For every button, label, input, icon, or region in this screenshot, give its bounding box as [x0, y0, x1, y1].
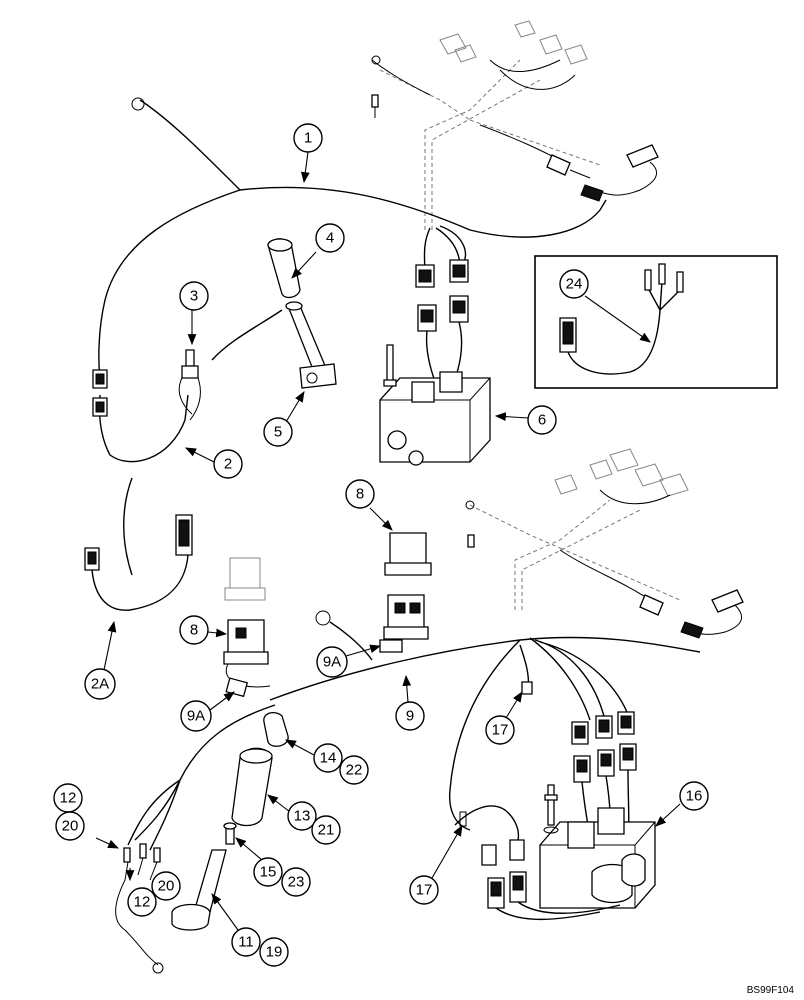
callout-9A-right: 9A — [316, 646, 348, 678]
svg-text:17: 17 — [416, 882, 433, 899]
callout-17-lower: 17 — [409, 875, 439, 905]
svg-text:19: 19 — [266, 944, 283, 961]
callout-9A-left: 9A — [180, 700, 212, 732]
callout-20-top: 20 — [55, 811, 85, 841]
figure-reference: BS99F104 — [746, 985, 794, 996]
fuse-connectors-17-lower — [454, 805, 621, 921]
svg-text:11: 11 — [238, 934, 254, 951]
ground-eyelet — [315, 610, 331, 626]
boot-14 — [263, 711, 289, 747]
svg-text:9A: 9A — [187, 708, 205, 725]
svg-text:12: 12 — [60, 790, 77, 807]
tube-11 — [171, 849, 227, 931]
callout-19: 19 — [259, 937, 289, 967]
svg-text:6: 6 — [538, 412, 546, 429]
svg-text:24: 24 — [566, 276, 583, 293]
svg-text:2A: 2A — [91, 676, 109, 693]
upper-background-harness — [371, 20, 659, 230]
callout-21: 21 — [311, 815, 341, 845]
svg-text:13: 13 — [294, 808, 311, 825]
svg-text:9A: 9A — [323, 654, 341, 671]
harness-2A — [84, 477, 193, 611]
svg-text:4: 4 — [326, 230, 334, 247]
callout-8-right: 8 — [345, 479, 375, 509]
svg-text:20: 20 — [158, 878, 175, 895]
lower-valve-connectors — [571, 711, 637, 861]
svg-text:22: 22 — [346, 762, 363, 779]
stud-15 — [223, 822, 237, 845]
callout-5: 5 — [263, 417, 293, 447]
callout-23: 23 — [281, 867, 311, 897]
callout-12-top: 12 — [53, 783, 83, 813]
callout-20-bottom: 20 — [151, 871, 181, 901]
relay-8-left — [223, 557, 271, 698]
terminals-12-20 — [115, 843, 164, 974]
relay-8-right — [379, 532, 432, 653]
svg-text:20: 20 — [62, 818, 79, 835]
svg-text:14: 14 — [320, 750, 337, 767]
callout-17-upper: 17 — [485, 715, 515, 745]
switch-3 — [178, 349, 201, 421]
callout-2A: 2A — [84, 668, 116, 700]
handle-grip-4 — [267, 238, 301, 299]
callout-22: 22 — [339, 755, 369, 785]
svg-text:23: 23 — [288, 874, 305, 891]
svg-text:1: 1 — [304, 130, 312, 147]
svg-text:16: 16 — [686, 788, 703, 805]
callout-12-bottom: 12 — [127, 887, 157, 917]
inset-harness-24 — [534, 255, 778, 389]
callout-24: 24 — [559, 269, 589, 299]
harness-9 — [127, 636, 701, 851]
lower-background-harness — [465, 448, 744, 639]
fuse-holder-17-upper — [521, 681, 533, 695]
callout-8-left: 8 — [179, 615, 209, 645]
harness-1 — [92, 97, 607, 463]
svg-text:2: 2 — [224, 456, 232, 473]
callout-4: 4 — [315, 223, 345, 253]
callout-1: 1 — [293, 123, 323, 153]
valve-block-16 — [539, 784, 656, 909]
callout-6: 6 — [527, 405, 557, 435]
svg-text:21: 21 — [318, 822, 335, 839]
svg-text:15: 15 — [260, 864, 277, 881]
callout-13: 13 — [287, 801, 317, 831]
callout-11: 11 — [231, 927, 261, 957]
svg-text:5: 5 — [274, 424, 282, 441]
svg-text:8: 8 — [190, 622, 198, 639]
ground-wire — [329, 621, 373, 661]
svg-text:8: 8 — [356, 486, 364, 503]
callout-9: 9 — [395, 701, 425, 731]
callout-14: 14 — [313, 743, 343, 773]
callout-3: 3 — [179, 281, 209, 311]
valve-block-6 — [379, 344, 491, 466]
svg-text:3: 3 — [190, 288, 198, 305]
svg-text:17: 17 — [492, 722, 509, 739]
lever-5 — [285, 301, 337, 389]
leader-lines — [95, 151, 681, 931]
callout-15: 15 — [253, 857, 283, 887]
callout-16: 16 — [679, 781, 709, 811]
svg-text:12: 12 — [134, 894, 151, 911]
grip-13 — [231, 747, 273, 827]
callout-2: 2 — [213, 449, 243, 479]
svg-text:9: 9 — [406, 708, 414, 725]
